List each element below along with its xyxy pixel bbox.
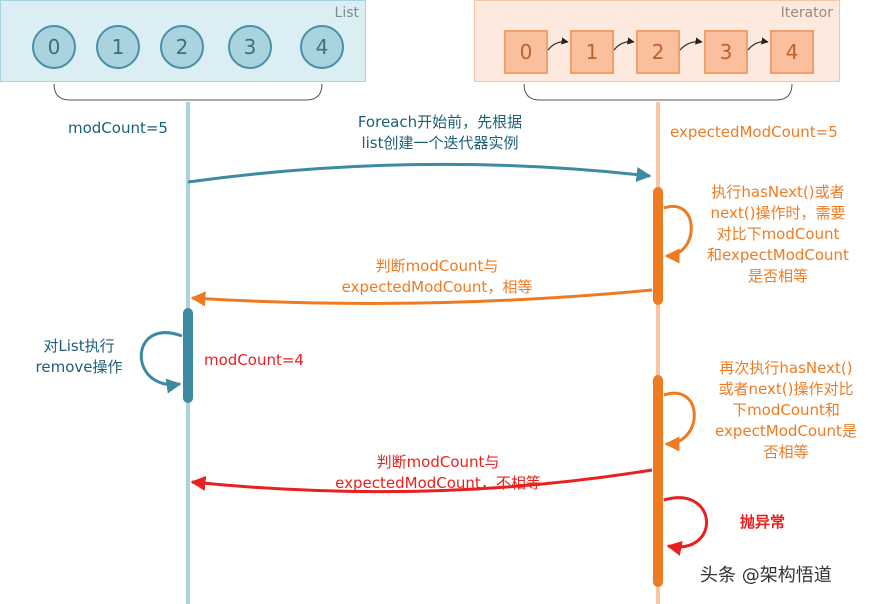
check2-self-loop [663,391,696,452]
compare-unequal-arrow [190,468,653,494]
throw-exception-label: 抛异常 [740,513,786,531]
remove-note: 对List执行 remove操作 [24,336,134,378]
list-element-3: 3 [228,25,272,69]
list-element-0: 0 [32,25,76,69]
remove-self-loop [139,331,183,394]
foreach-note-line2: list创建一个迭代器实例 [361,134,519,152]
check2-note-line1: 再次执行hasNext() [719,359,853,377]
check1-note-line3: 对比下modCount [716,225,840,243]
check1-self-loop [663,204,693,264]
check1-note-line5: 是否相等 [747,267,808,285]
iterator-panel-title: Iterator [780,5,833,21]
expected-mod-count: expectedModCount=5 [670,123,838,141]
iterator-element-1: 1 [570,30,614,74]
foreach-note: Foreach开始前，先根据 list创建一个迭代器实例 [330,112,550,154]
iterator-element-3: 3 [704,30,748,74]
iter-link-2-3 [679,37,703,51]
compare-equal-note-line2: expectedModCount，相等 [341,278,533,296]
check2-note-line4: expectModCount是 [715,422,857,440]
compare-unequal-note-line2: expectedModCount，不相等 [335,474,541,492]
foreach-note-line1: Foreach开始前，先根据 [357,113,523,131]
iterator-element-4: 4 [770,30,814,74]
check2-note-line3: 下modCount和 [732,401,840,419]
check1-note-line1: 执行hasNext()或者 [711,183,845,201]
iter-link-1-2 [613,37,635,51]
throw-exception-loop [663,496,708,556]
check1-note-line4: 和expectModCount [707,246,849,264]
check1-note: 执行hasNext()或者 next()操作时，需要 对比下modCount 和… [688,182,868,287]
compare-unequal-note: 判断modCount与 expectedModCount，不相等 [318,452,558,494]
check2-note-line5: 否相等 [763,443,809,461]
iterator-bracket [523,83,793,101]
check2-note: 再次执行hasNext() 或者next()操作对比 下modCount和 ex… [700,358,872,463]
compare-unequal-note-line1: 判断modCount与 [376,453,500,471]
remove-note-line2: remove操作 [35,358,123,376]
compare-equal-arrow [190,288,653,307]
mod-count-after: modCount=4 [204,351,304,369]
mod-count-initial: modCount=5 [68,119,168,137]
iterator-element-0: 0 [504,30,548,74]
create-iterator-arrow [187,162,652,184]
list-element-1: 1 [96,25,140,69]
compare-equal-note: 判断modCount与 expectedModCount，相等 [322,256,552,298]
remove-note-line1: 对List执行 [43,337,115,355]
list-element-2: 2 [160,25,204,69]
list-element-4: 4 [300,25,344,69]
check2-note-line2: 或者next()操作对比 [718,380,854,398]
compare-equal-note-line1: 判断modCount与 [375,257,499,275]
iter-link-3-4 [747,37,769,51]
check1-note-line2: next()操作时，需要 [710,204,846,222]
watermark: 头条 @架构悟道 [700,565,832,586]
iterator-element-2: 2 [636,30,680,74]
iter-link-0-1 [547,37,569,51]
list-panel-title: List [334,5,359,21]
list-bracket [53,83,323,101]
